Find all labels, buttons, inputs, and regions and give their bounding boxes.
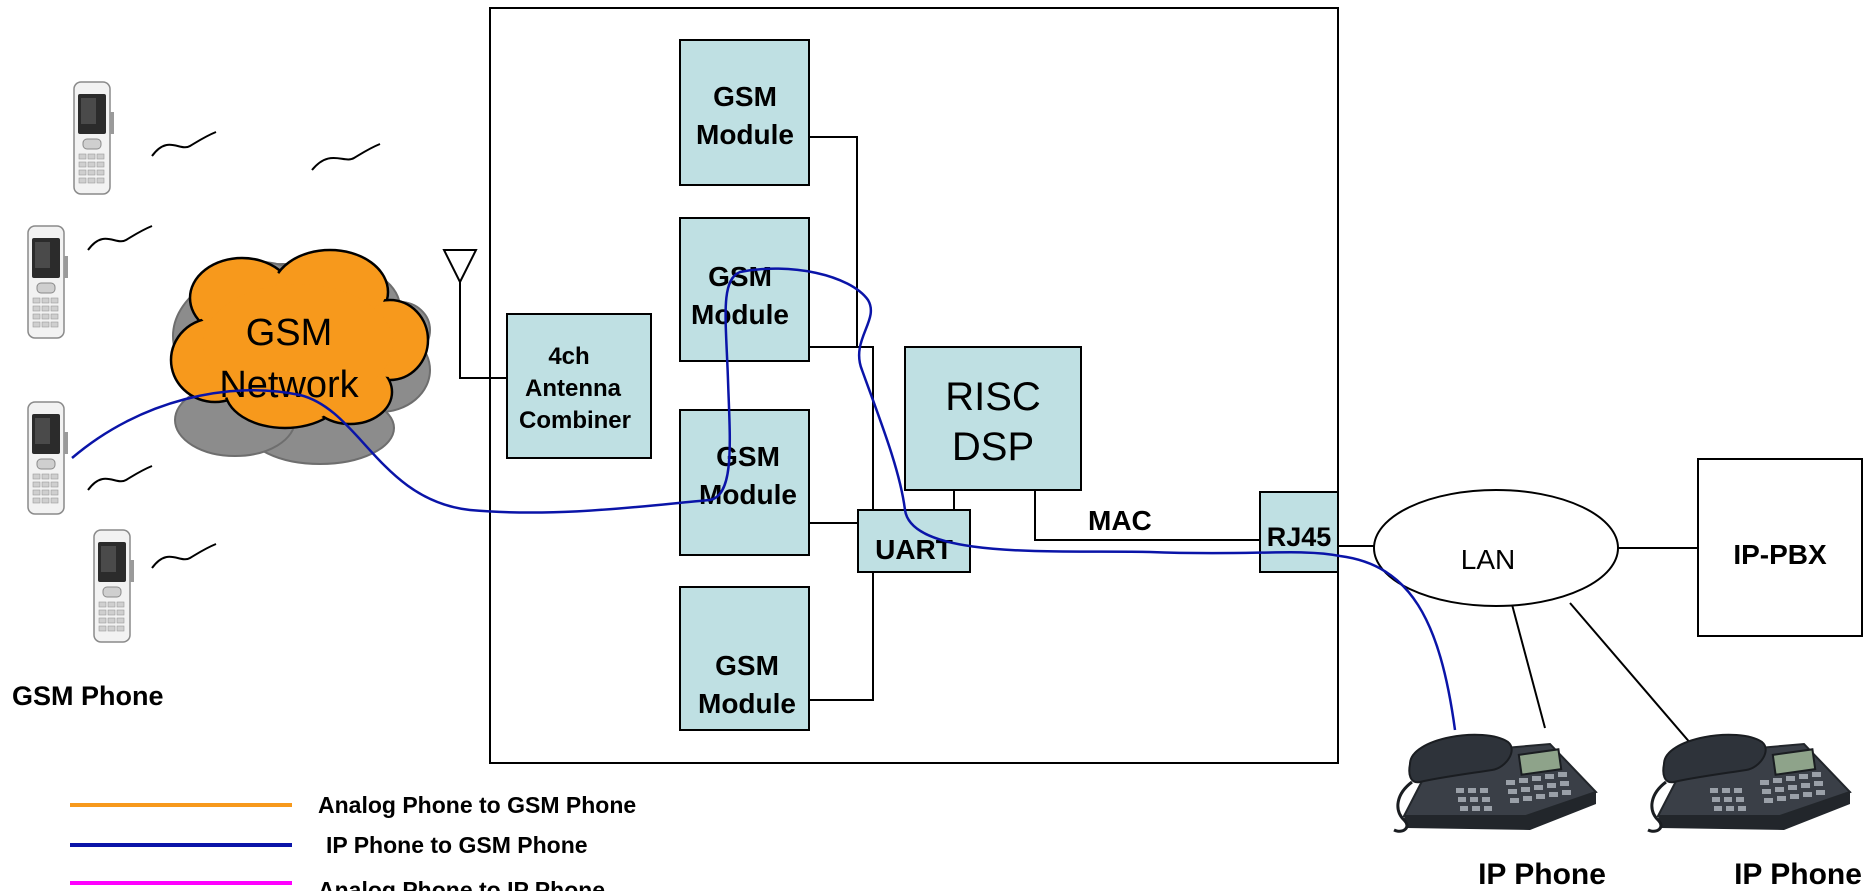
ip-phone-label-1: IP Phone (1478, 858, 1606, 891)
antenna-combiner-box (506, 313, 652, 459)
gsm-network-label-line1: GSM (246, 312, 333, 354)
gsm-module-label-line2: Module (699, 479, 797, 510)
mobile-phone-icon (93, 529, 135, 643)
ip-phone-label-2: IP Phone (1734, 858, 1862, 891)
wire-module4 (809, 572, 874, 701)
gsm-module-4: GSM Module (679, 586, 810, 731)
gsm-module-label-line2: Module (698, 688, 796, 719)
gsm-module-3: GSM Module (679, 409, 810, 556)
gsm-module-1: GSM Module (679, 39, 810, 186)
mobile-phone-icon (73, 81, 115, 195)
desk-phone-icon (1392, 733, 1598, 833)
wire-lan-ipphone1 (1509, 596, 1546, 729)
legend-label-3: Analog Phone to IP Phone (318, 877, 605, 891)
mobile-phone-icon (27, 401, 69, 515)
wire-module2 (809, 346, 874, 510)
ip-pbx-label: IP-PBX (1733, 539, 1827, 570)
gsm-network-label-line2: Network (219, 364, 359, 406)
legend-label-2: IP Phone to GSM Phone (326, 832, 588, 858)
legend: Analog Phone to GSM Phone IP Phone to GS… (70, 792, 636, 891)
cloud-icon (169, 248, 431, 465)
gateway-enclosure (489, 7, 1339, 764)
gsm-phone-caption: GSM Phone (12, 681, 164, 711)
uart-box (857, 509, 971, 573)
gsm-module-label-line1: GSM (716, 441, 780, 472)
rj45-box (1259, 491, 1339, 573)
antenna-icon (442, 249, 478, 285)
radio-wave-icon (87, 225, 153, 251)
lan-label: LAN (1461, 544, 1515, 575)
risc-dsp-box (904, 346, 1082, 491)
combiner-label-line2: Antenna (525, 375, 622, 402)
desk-phone-icon (1646, 733, 1852, 833)
mobile-phone-icon (27, 225, 69, 339)
wire-module1 (809, 136, 858, 347)
gsm-module-label-line2: Module (696, 119, 794, 150)
wire-lan-ipphone2 (1569, 602, 1711, 767)
ip-pbx-box (1697, 458, 1863, 637)
rj45-label: RJ45 (1267, 522, 1332, 552)
gsm-module-label-line2: Module (691, 299, 789, 330)
gsm-module-label-line1: GSM (713, 81, 777, 112)
combiner-label-line3: Combiner (519, 407, 631, 434)
wire-mac (1034, 490, 1260, 541)
radio-wave-icon (151, 131, 217, 157)
cpu-label-line1: RISC (945, 375, 1041, 419)
mac-label: MAC (1088, 505, 1152, 536)
ip-to-gsm-signal-path (71, 267, 1457, 731)
gsm-module-2: GSM Module (679, 217, 810, 362)
gsm-module-label-line1: GSM (715, 650, 779, 681)
radio-wave-icons (87, 131, 381, 569)
lan-ellipse (1373, 489, 1619, 607)
radio-wave-icon (151, 543, 217, 569)
gsm-module-label-line1: GSM (708, 261, 772, 292)
radio-wave-icon (87, 465, 153, 491)
legend-label-1: Analog Phone to GSM Phone (318, 792, 636, 818)
connection-lines (459, 136, 1711, 767)
combiner-label-line1: 4ch (548, 343, 589, 370)
radio-wave-icon (311, 143, 381, 171)
wire-antenna (459, 282, 507, 379)
cpu-label-line2: DSP (952, 425, 1034, 469)
